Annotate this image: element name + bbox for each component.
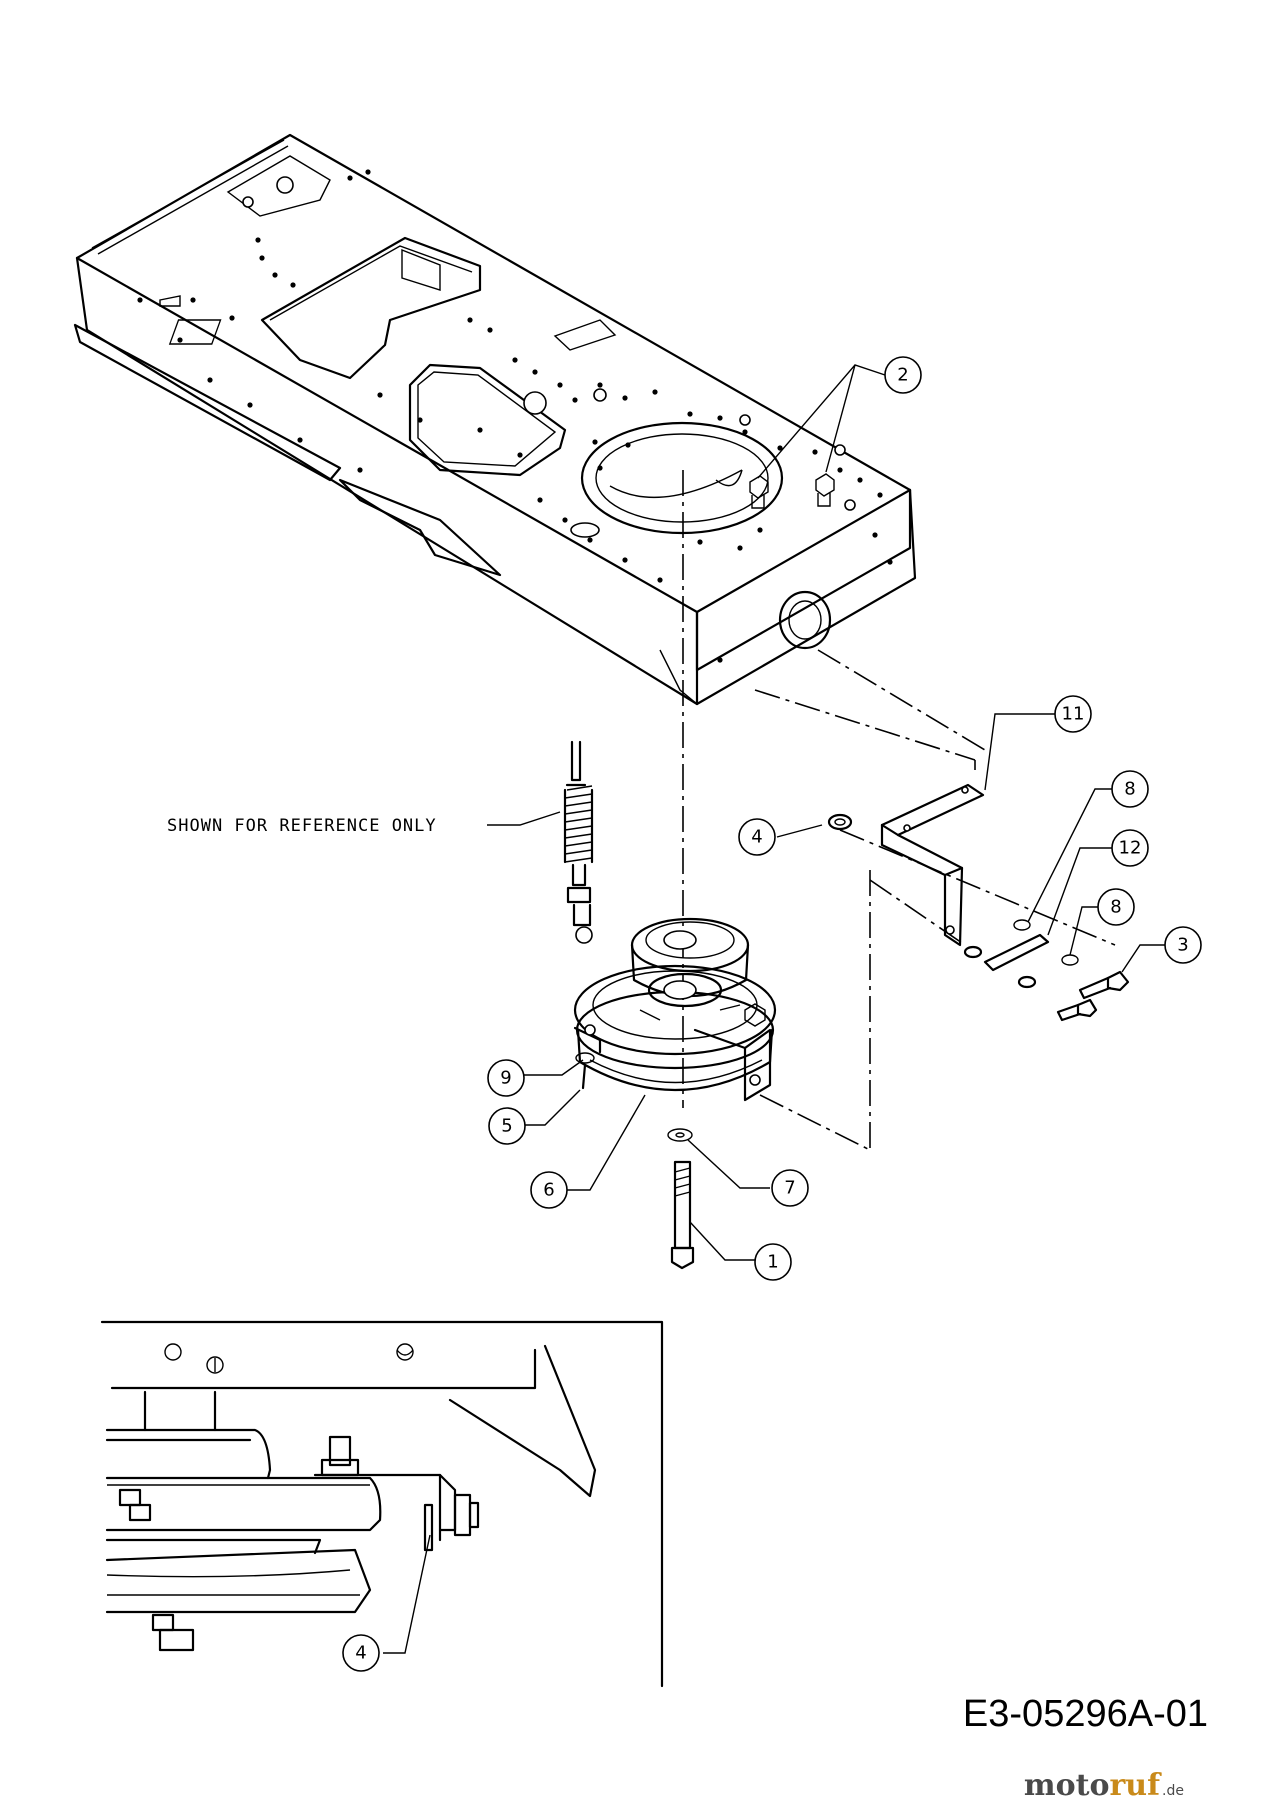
svg-text:8: 8 bbox=[1124, 779, 1135, 800]
callout-7: 7 bbox=[771, 1169, 809, 1207]
callout-11: 11 bbox=[1054, 695, 1092, 733]
svg-text:1: 1 bbox=[767, 1252, 778, 1273]
svg-text:2: 2 bbox=[897, 365, 908, 386]
svg-text:3: 3 bbox=[1177, 935, 1188, 956]
callout-8-lower: 8 bbox=[1097, 888, 1135, 926]
svg-text:11: 11 bbox=[1062, 704, 1085, 725]
callouts: 2 11 8 12 8 3 4 9 5 6 7 1 4 bbox=[342, 356, 1202, 1672]
svg-text:12: 12 bbox=[1119, 838, 1142, 859]
watermark-logo: motoruf .de bbox=[1024, 1768, 1184, 1800]
leader-lines bbox=[383, 364, 1165, 1654]
callout-8-upper: 8 bbox=[1111, 770, 1149, 808]
reference-note: SHOWN FOR REFERENCE ONLY bbox=[167, 816, 437, 836]
callout-1: 1 bbox=[754, 1243, 792, 1281]
spring-reference bbox=[563, 740, 594, 944]
callout-4: 4 bbox=[738, 818, 776, 856]
drawing-code: E3-05296A-01 bbox=[963, 1693, 1208, 1735]
svg-text:6: 6 bbox=[543, 1180, 554, 1201]
svg-text:9: 9 bbox=[500, 1068, 511, 1089]
svg-text:4: 4 bbox=[751, 827, 762, 848]
callout-12: 12 bbox=[1111, 829, 1149, 867]
detail-view bbox=[100, 1320, 664, 1688]
watermark-suffix: .de bbox=[1162, 1783, 1184, 1799]
watermark-part1: moto bbox=[1024, 1768, 1110, 1800]
svg-text:7: 7 bbox=[784, 1178, 795, 1199]
callout-9: 9 bbox=[487, 1059, 525, 1097]
bracket-assembly bbox=[827, 783, 1130, 1022]
svg-text:4: 4 bbox=[355, 1643, 366, 1664]
center-lines bbox=[682, 470, 1116, 1151]
callout-4-detail: 4 bbox=[342, 1634, 380, 1672]
frame-assembly bbox=[73, 133, 917, 706]
svg-text:5: 5 bbox=[501, 1116, 512, 1137]
callout-6: 6 bbox=[530, 1171, 568, 1209]
callout-5: 5 bbox=[488, 1107, 526, 1145]
pto-clutch bbox=[573, 917, 777, 1270]
svg-text:8: 8 bbox=[1110, 897, 1121, 918]
svg-text:motoruf: motoruf bbox=[1024, 1768, 1162, 1800]
callout-3: 3 bbox=[1164, 926, 1202, 964]
watermark-part2: ruf bbox=[1109, 1768, 1162, 1800]
callout-2: 2 bbox=[884, 356, 922, 394]
